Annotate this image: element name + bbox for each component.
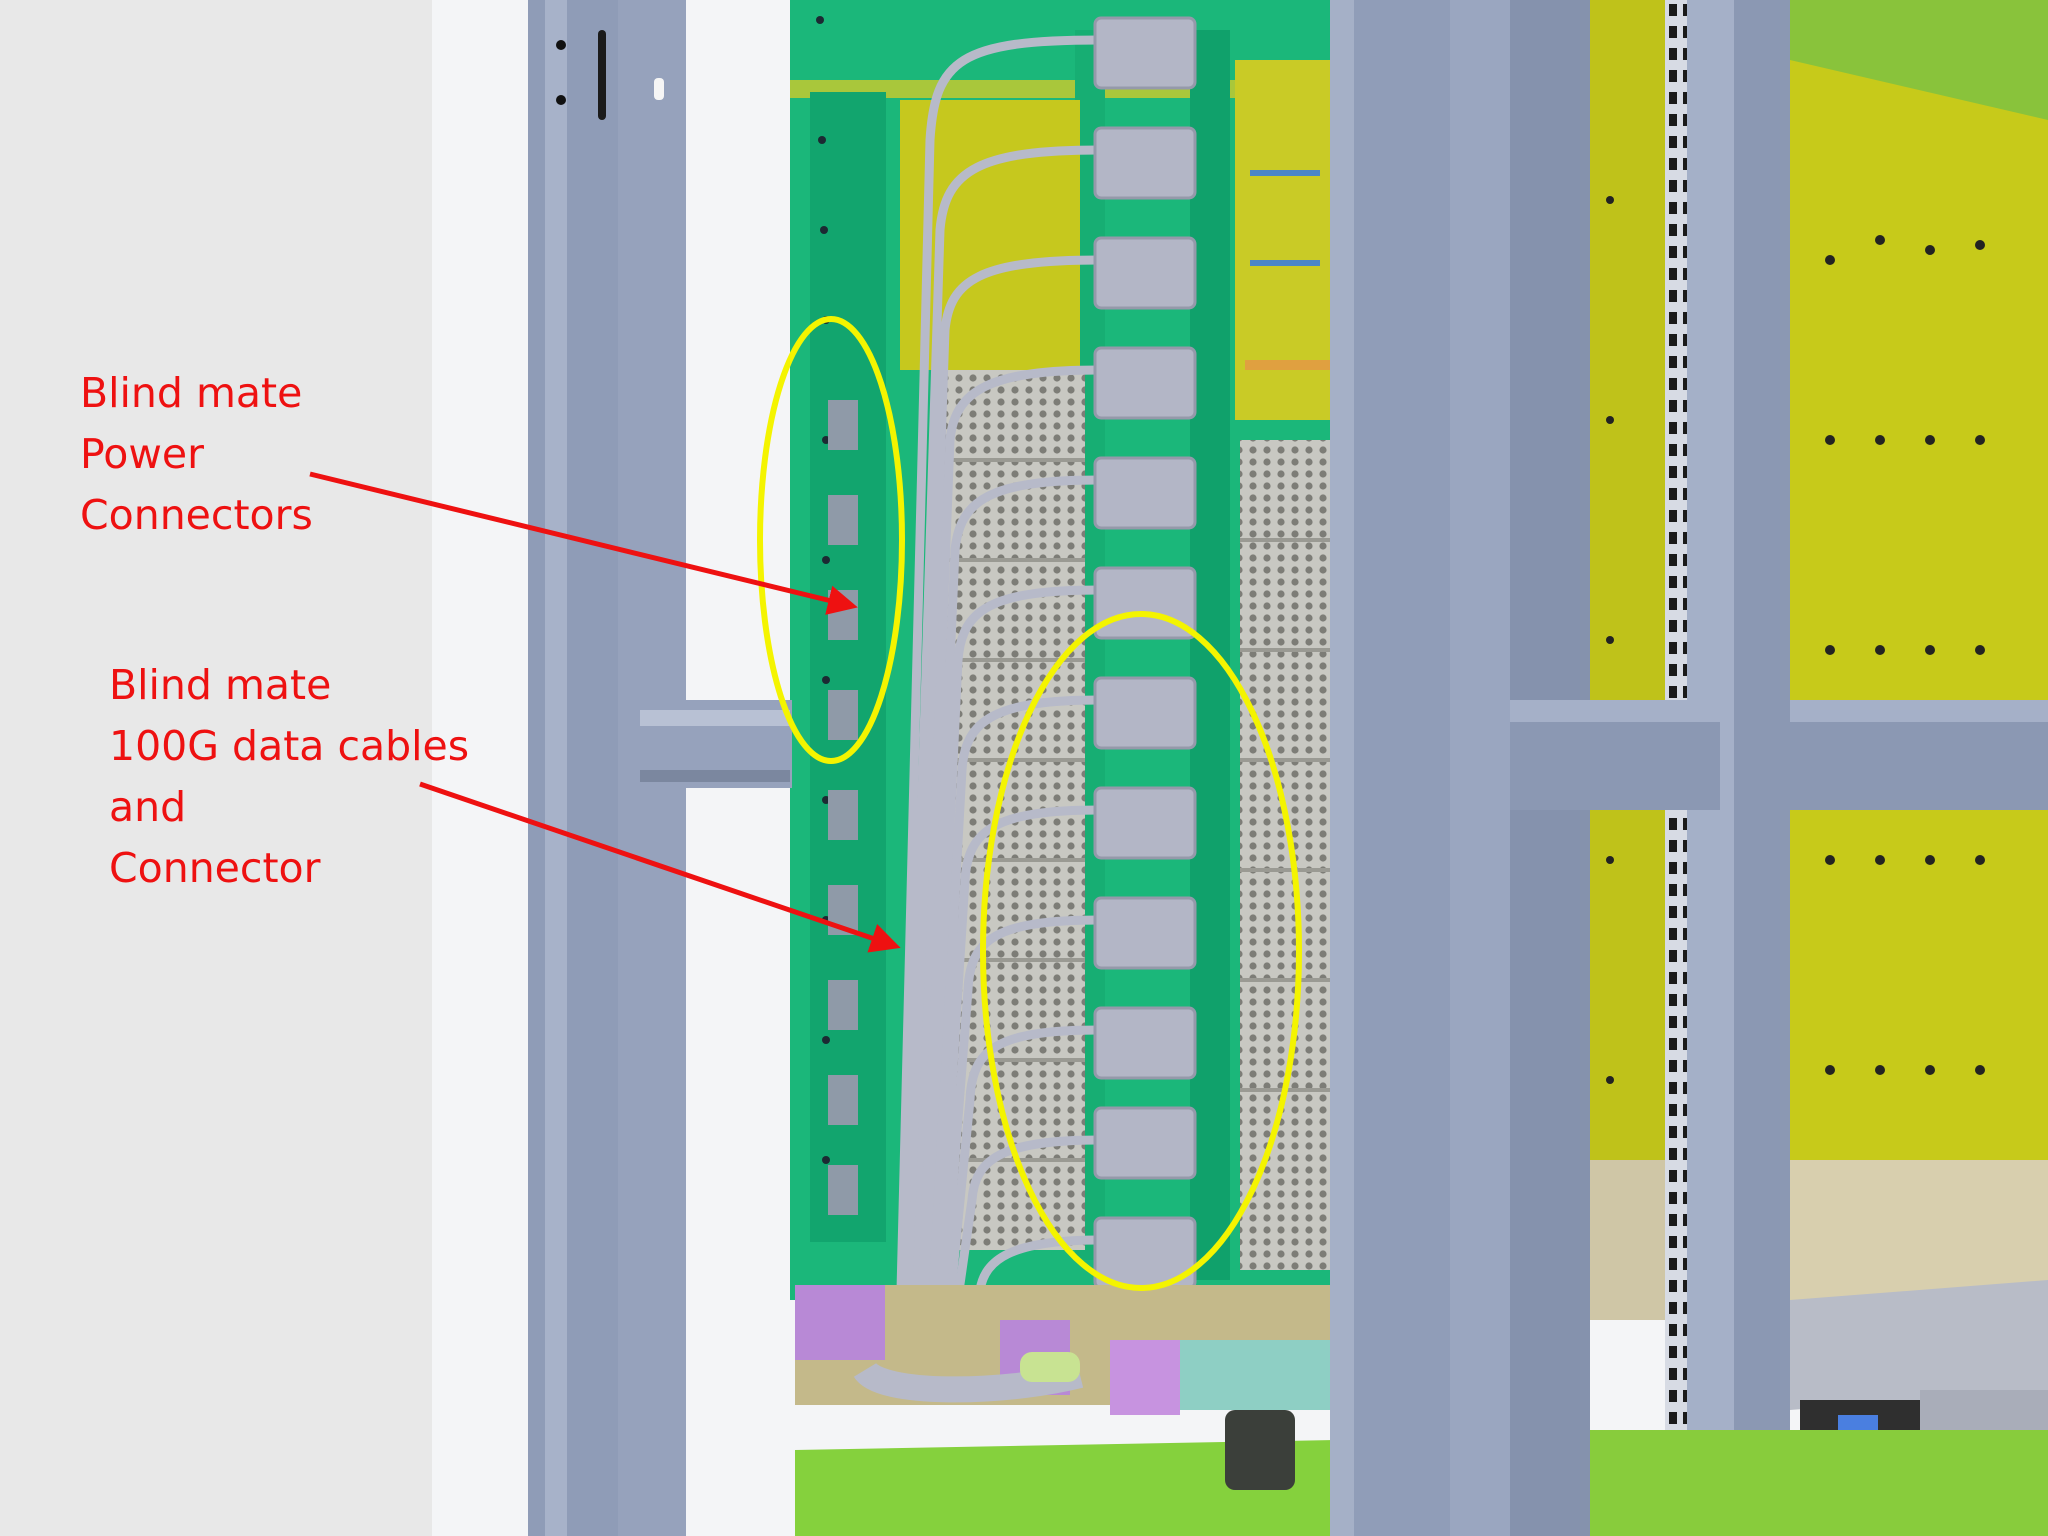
bottom-components: [795, 1285, 1335, 1536]
data-cables-highlight: [980, 611, 1302, 1291]
data-label-line-4: Connector: [109, 844, 321, 892]
data-cables-label: Blind mate 100G data cables and Connecto…: [109, 655, 469, 899]
data-label-line-2: 100G data cables: [109, 722, 470, 770]
power-label-line-3: Connectors: [80, 491, 313, 539]
power-connectors-highlight: [757, 316, 905, 764]
power-label-line-1: Blind mate: [80, 369, 303, 417]
data-arrow-icon: [419, 781, 901, 953]
data-connector-heads: [1093, 16, 1197, 1290]
data-cables: [895, 35, 1105, 1361]
power-connectors: [828, 400, 858, 1215]
rail-bracket: [1590, 1280, 2048, 1536]
power-connectors-label: Blind mate Power Connectors: [80, 363, 313, 546]
green-chassis: [790, 0, 1330, 1300]
center-rack-post: [1330, 0, 2048, 1536]
left-rack-post: [528, 0, 792, 1536]
data-label-line-3: and: [109, 783, 187, 831]
power-label-line-2: Power: [80, 430, 204, 478]
data-label-line-1: Blind mate: [109, 661, 332, 709]
power-arrow-icon: [309, 471, 858, 615]
annotation-panel: [0, 0, 432, 1536]
